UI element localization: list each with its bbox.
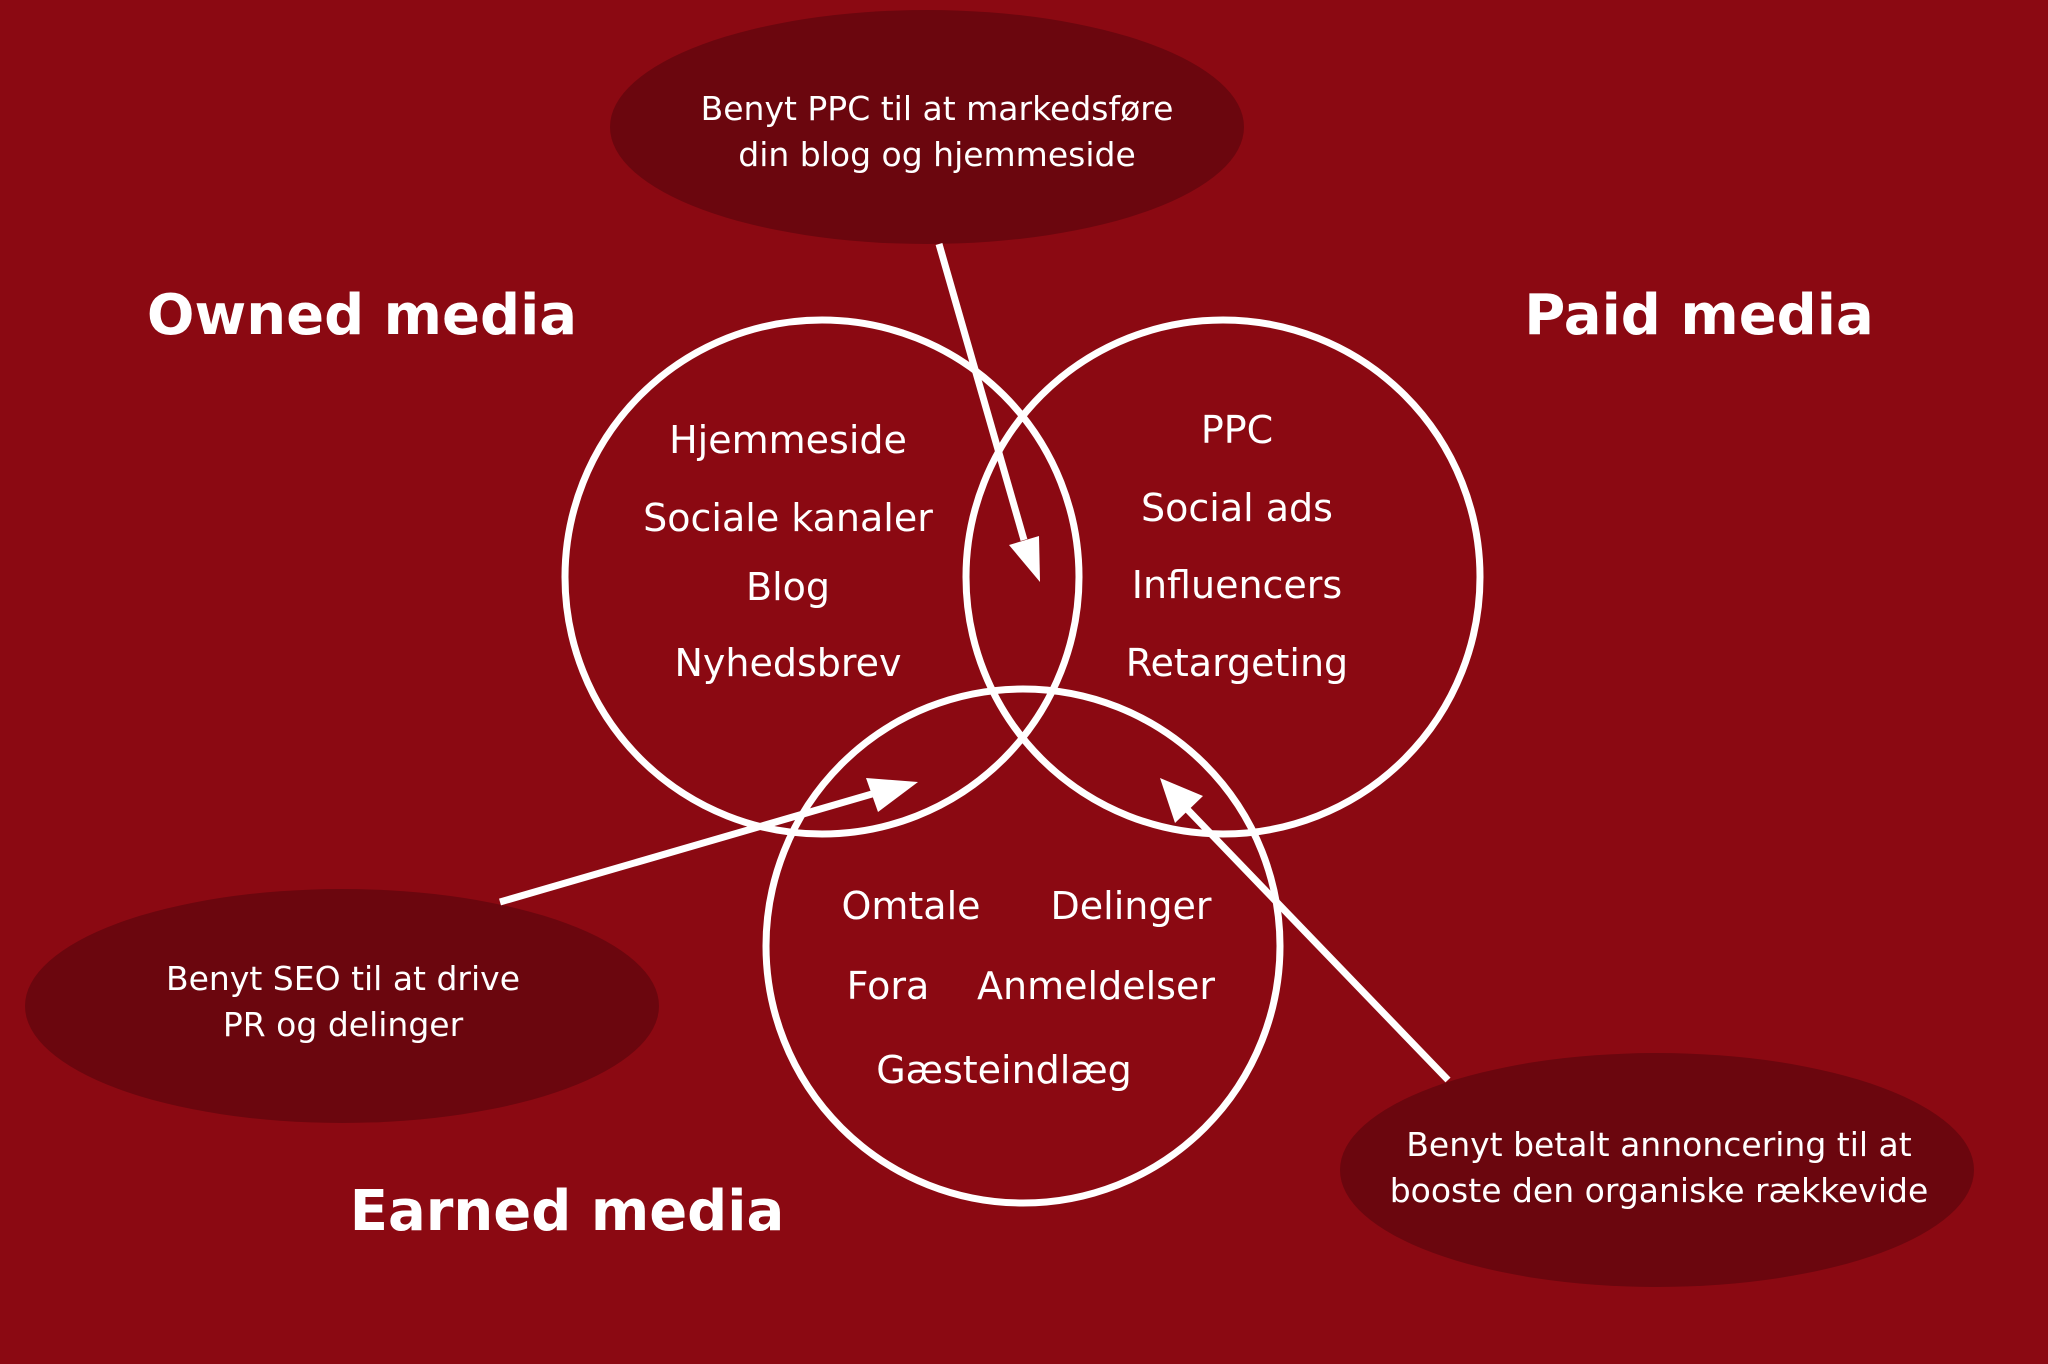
callout-bubble-seo bbox=[25, 889, 659, 1123]
owned-item: Blog bbox=[746, 565, 830, 609]
owned-item: Sociale kanaler bbox=[643, 496, 933, 540]
callout-bubble-paid-ads bbox=[1340, 1053, 1974, 1287]
owned-item: Hjemmeside bbox=[669, 418, 907, 462]
earned-item: Gæsteindlæg bbox=[876, 1048, 1132, 1092]
paid-item: Retargeting bbox=[1125, 641, 1349, 685]
callout-line: PR og delinger bbox=[222, 1005, 464, 1044]
paid-media-heading: Paid media bbox=[1524, 283, 1874, 348]
paid-item: PPC bbox=[1200, 408, 1274, 452]
callout-text-paid-ads: Benyt betalt annoncering til at booste d… bbox=[1390, 1122, 1929, 1214]
earned-item: Anmeldelser bbox=[977, 964, 1215, 1008]
earned-item: Fora bbox=[846, 964, 930, 1008]
paid-media-circle bbox=[962, 316, 1484, 838]
arrow-paid-ads bbox=[1160, 778, 1451, 1083]
owned-item: Nyhedsbrev bbox=[674, 641, 902, 685]
callout-line: Benyt betalt annoncering til at bbox=[1406, 1125, 1912, 1164]
earned-item: Delinger bbox=[1050, 884, 1212, 928]
callout-text-ppc: Benyt PPC til at markedsføre din blog og… bbox=[701, 86, 1174, 178]
callout-line: din blog og hjemmeside bbox=[738, 135, 1136, 174]
arrow-seo bbox=[499, 778, 918, 906]
callout-text-seo: Benyt SEO til at drive PR og delinger bbox=[166, 956, 520, 1048]
callout-line: Benyt SEO til at drive bbox=[165, 959, 521, 998]
owned-media-circle bbox=[561, 316, 1083, 838]
earned-media-circle bbox=[762, 685, 1284, 1207]
earned-item: Omtale bbox=[841, 884, 981, 928]
paid-item: Influencers bbox=[1131, 563, 1343, 607]
callout-line: booste den organiske rækkevide bbox=[1389, 1171, 1929, 1210]
callout-line: Benyt PPC til at markedsføre bbox=[700, 89, 1174, 128]
owned-media-heading: Owned media bbox=[146, 283, 578, 348]
callout-bubble-ppc bbox=[610, 10, 1244, 244]
paid-item: Social ads bbox=[1141, 486, 1333, 530]
arrow-ppc bbox=[935, 243, 1040, 582]
earned-media-heading: Earned media bbox=[349, 1179, 785, 1244]
